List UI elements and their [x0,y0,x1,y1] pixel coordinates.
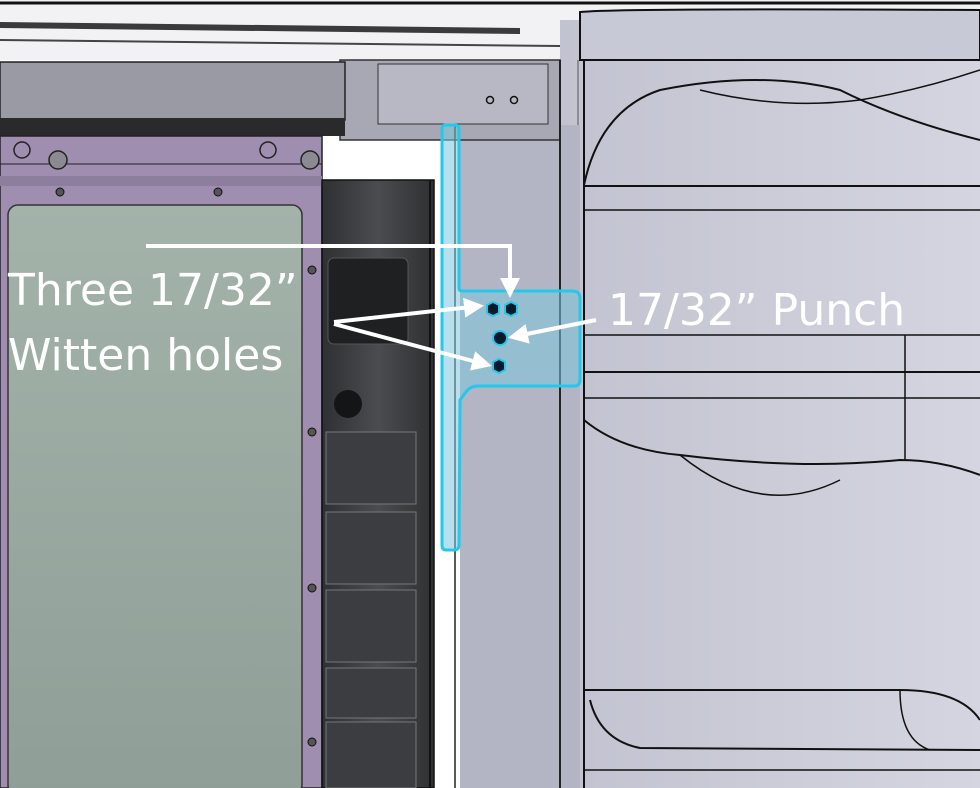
green-panel [7,204,303,788]
hole-2 [504,300,518,318]
label-witten-holes-line1: Three 17/32” [7,265,298,316]
label-witten-holes-line2: Witten holes [8,330,283,381]
arrow-left-hole [333,297,484,324]
witten-holes [486,300,518,375]
label-punch: 17/32” Punch [608,285,905,336]
arrow-punch [508,318,597,344]
dark-module-stack [321,179,435,788]
hole-3 [492,357,506,375]
arrow-bottom-hole [333,322,492,371]
hole-1 [486,300,500,318]
body-shell-right [560,8,980,788]
annotation-arrows [146,244,597,371]
punch-hole [492,330,508,346]
center-channel [339,59,580,788]
arrow-top-hole [146,244,520,298]
upper-left-bar [0,61,346,136]
